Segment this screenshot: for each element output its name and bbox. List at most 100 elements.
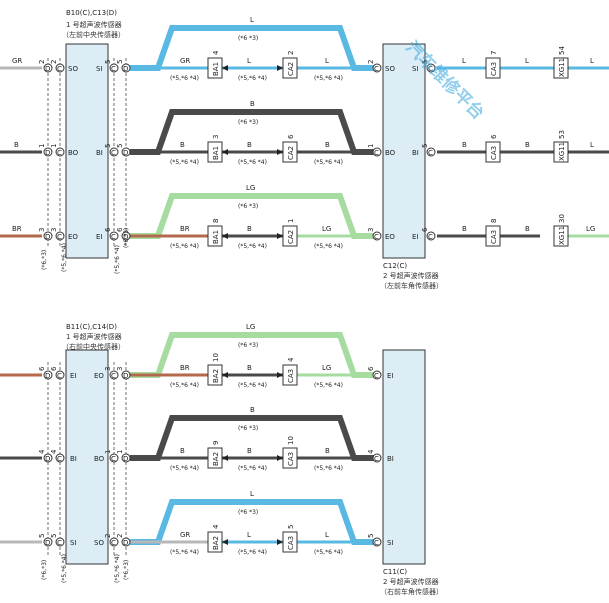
ca2-pin-1: 2 — [287, 51, 295, 55]
conn-c-bl2: C — [57, 455, 62, 463]
b10-lpin-c-2: 1 — [50, 144, 58, 148]
b10-rpin-d-3: 6 — [116, 227, 124, 232]
lbl-br-left: BR — [12, 225, 22, 233]
b11-rpin-d-2: 1 — [116, 450, 124, 454]
lbl-l-r2: L — [525, 57, 529, 65]
conn-c-tr3: C — [111, 233, 116, 241]
c11-pin-ei: EI — [387, 372, 394, 380]
conn-c-c12r3: C — [428, 233, 433, 241]
ca3-pin-b2: 10 — [287, 436, 295, 445]
sensor-c12-id: C12(C) — [383, 262, 407, 270]
xg11-pin-1: 54 — [558, 46, 566, 55]
wire-l-bottom — [130, 499, 377, 545]
lbl-gr-mid: GR — [180, 57, 190, 65]
sensor-c12-loc: （左前车角传感器） — [380, 281, 443, 290]
c11-pin-2: 4 — [367, 449, 375, 454]
lbl-l-r4: L — [590, 141, 594, 149]
conn-c-tl2: C — [57, 149, 62, 157]
lbl-b-mid-b: B — [247, 364, 252, 372]
b10-pin-eo: EO — [68, 233, 78, 241]
lbl-b-r3: B — [462, 225, 467, 233]
lbl-b-mid3: B — [325, 141, 330, 149]
sensor-b11-desc: 1 号超声波传感器 — [66, 332, 122, 341]
b10-pin-ei: EI — [96, 233, 103, 241]
conn-d-tr2: D — [123, 149, 128, 157]
lbl-b-bottom: B — [250, 406, 255, 414]
arrows-bottom — [222, 372, 283, 545]
ca2-label-3: CA2 — [287, 230, 295, 244]
b11-lpin-d-1: 6 — [38, 366, 46, 371]
note-bm-2a: (*5,*6 *4) — [170, 465, 199, 472]
conn-c-tr1: C — [111, 65, 116, 73]
b11-right-pins — [109, 370, 131, 547]
ba2-label-3: BA2 — [212, 536, 220, 550]
xg11-connectors — [553, 57, 569, 247]
conn-d-br1: D — [123, 372, 128, 380]
note-b10-left2: (*5,*6 *4) — [61, 243, 68, 272]
note-b11-left: (*6,*3) — [41, 560, 48, 580]
lbl-gr-mid-b: GR — [180, 531, 190, 539]
lbl-l-top: L — [250, 16, 254, 24]
b11-lpin-c-1: 6 — [50, 366, 58, 371]
b11-rpin-c-1: 3 — [104, 367, 112, 371]
c11-pin-3: 5 — [367, 534, 375, 538]
conn-c-tl3: C — [57, 233, 62, 241]
note-lg-top: (*6 *3) — [238, 203, 258, 210]
sensor-c12-desc: 2 号超声波传感器 — [383, 271, 439, 280]
c11-pin-si: SI — [387, 539, 394, 547]
c12-lpin-3: 3 — [367, 228, 375, 232]
lbl-br-mid: BR — [180, 225, 190, 233]
b11-rpin-d-1: 3 — [116, 367, 124, 371]
note-mid-1c: (*5,*6 *4) — [314, 75, 343, 82]
xg11-label-1: XG11 — [558, 58, 566, 77]
b10-pin-bo: BO — [68, 149, 79, 157]
c11-pin-1: 6 — [367, 366, 375, 371]
c11-pins — [372, 370, 382, 547]
c12-pin-bo: BO — [385, 149, 396, 157]
note-mid-2a: (*5,*6 *4) — [170, 159, 199, 166]
b11-left-pins — [43, 370, 65, 547]
b11-pin-eo: EO — [94, 372, 104, 380]
c12-rpin-2: 5 — [421, 144, 429, 148]
b11-pin-bi: BI — [70, 455, 77, 463]
note-mid-2b: (*5,*6 *4) — [238, 159, 267, 166]
b10-rpin-c-3: 6 — [104, 227, 112, 232]
c12-pin-eo: EO — [385, 233, 395, 241]
ca3-label-t2: CA3 — [490, 146, 498, 160]
sensor-b10-desc: 1 号超声波传感器 — [66, 20, 122, 29]
arrows-top — [222, 65, 283, 239]
b11-pin-ei: EI — [70, 372, 77, 380]
ba1-label-1: BA1 — [212, 62, 220, 76]
conn-d-tr3: D — [123, 233, 128, 241]
note-mid-3a: (*5,*6 *4) — [170, 243, 199, 250]
note-b10-left: (*6,*3) — [41, 250, 48, 270]
wire-lg-bottom — [130, 332, 377, 378]
note-mid-2c: (*5,*6 *4) — [314, 159, 343, 166]
lbl-b-top: B — [250, 100, 255, 108]
b10-pin-si: SI — [96, 65, 103, 73]
xg11-label-2: XG11 — [558, 142, 566, 161]
lbl-b-r4: B — [525, 225, 530, 233]
note-bm-3a: (*5,*6 *4) — [170, 549, 199, 556]
note-bm-2b: (*5,*6 *4) — [238, 465, 267, 472]
sensor-b10-id: B10(C),C13(D) — [66, 9, 117, 17]
note-b11-right: (*6,*3) — [123, 560, 130, 580]
lbl-l-mid2: L — [325, 57, 329, 65]
conn-d-br3: D — [123, 539, 128, 547]
lbl-l-mid: L — [247, 57, 251, 65]
b10-rpin-c-2: 5 — [104, 144, 112, 148]
ba1-pin-1: 4 — [212, 50, 220, 55]
lbl-lg-top: LG — [246, 184, 255, 192]
sensor-c12-box — [382, 43, 426, 259]
b11-rpin-c-2: 1 — [104, 450, 112, 454]
note-bm-1a: (*5,*6 *4) — [170, 382, 199, 389]
ba2-label-2: BA2 — [212, 452, 220, 466]
note-b11-left2: (*5,*6 *4) — [61, 554, 68, 583]
ca3-label-b2: CA3 — [287, 452, 295, 466]
lbl-l-bottom: L — [250, 490, 254, 498]
ca3-pin-t1: 7 — [490, 51, 498, 55]
wire-b-bottom — [130, 415, 377, 461]
lbl-l-mid-b: L — [247, 531, 251, 539]
note-lg-bottom: (*6 *3) — [238, 342, 258, 349]
